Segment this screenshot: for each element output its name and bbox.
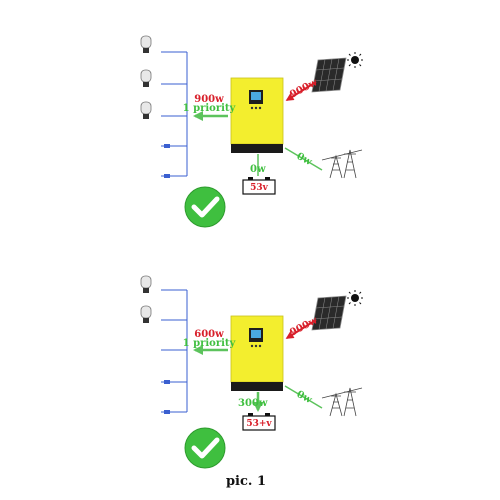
battery-voltage: 53v xyxy=(250,183,269,193)
load-priority-label: 1 priority xyxy=(183,338,237,349)
plug-socket-icon xyxy=(164,380,170,384)
cfl-bulb-icon xyxy=(140,275,152,293)
solar-flow-arrow xyxy=(285,319,317,339)
solar-flow-arrow xyxy=(285,81,317,101)
grid-power-label: 0w xyxy=(295,151,314,168)
cfl-bulb-icon xyxy=(140,101,152,119)
figure-caption: pic. 1 xyxy=(226,474,266,489)
plug-socket-icon xyxy=(164,174,170,178)
power-pylon-icon xyxy=(321,149,363,179)
plug-socket-icon xyxy=(164,410,170,414)
solar-panel-icon xyxy=(311,295,347,331)
cfl-bulb-icon xyxy=(140,305,152,323)
solar-power-label: 900w xyxy=(288,77,320,101)
hybrid-inverter-icon xyxy=(230,315,284,391)
power-pylon-icon xyxy=(321,387,363,417)
scenario-2: 53+v 900w 600w 1 priority 0w 300w xyxy=(140,275,363,469)
grid-flow-line xyxy=(284,147,323,171)
solar-panel-icon xyxy=(311,57,347,93)
load-power-label: 900w xyxy=(194,94,224,105)
hybrid-inverter-icon xyxy=(230,77,284,153)
battery-icon: 53+v xyxy=(242,413,276,431)
cfl-bulb-icon xyxy=(140,69,152,87)
battery-voltage: 53+v xyxy=(246,419,272,429)
load-power-label: 600w xyxy=(194,329,224,340)
battery-icon: 53v xyxy=(242,177,276,195)
load-priority-label: 1 priority xyxy=(183,103,237,114)
cfl-bulb-icon xyxy=(140,35,152,53)
load-bus xyxy=(161,51,188,177)
grid-power-label: 0w xyxy=(295,389,314,406)
sun-icon xyxy=(347,52,363,68)
green-check-icon xyxy=(184,186,226,228)
solar-power-label: 900w xyxy=(288,315,320,339)
grid-flow-line xyxy=(284,385,323,409)
battery-power-label: 300w xyxy=(238,398,268,409)
sun-icon xyxy=(347,290,363,306)
green-check-icon xyxy=(184,427,226,469)
battery-power-label: 0w xyxy=(250,164,266,175)
load-bus xyxy=(161,289,188,413)
plug-socket-icon xyxy=(164,144,170,148)
scenario-1: 53v 900w 900w 1 priority 0w 0w xyxy=(140,35,363,228)
